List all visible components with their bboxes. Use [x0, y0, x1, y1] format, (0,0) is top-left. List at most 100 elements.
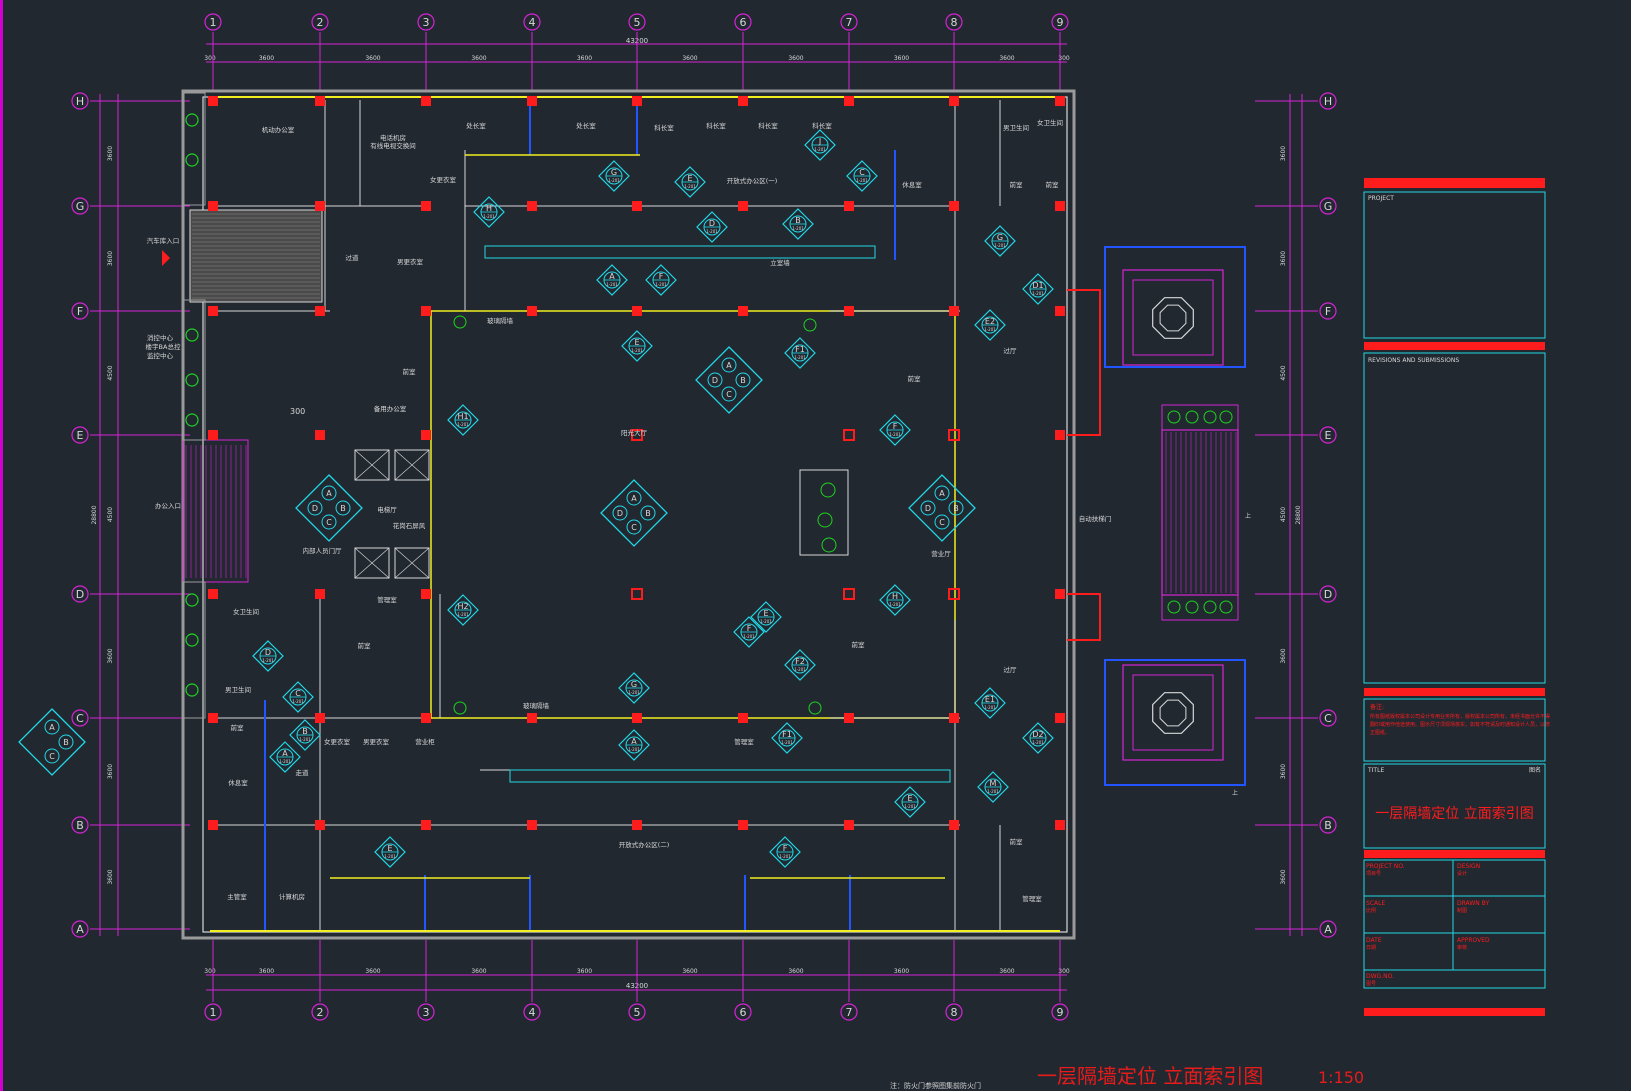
multi-marker-circle: [626, 519, 642, 535]
dim-segment: 3600: [471, 55, 486, 62]
elevation-marker-ref: 1-201: [684, 184, 696, 189]
grid-bubble: [945, 13, 963, 31]
elevator: [394, 547, 430, 579]
project-box: [1363, 191, 1546, 339]
elevator: [394, 449, 430, 481]
multi-marker-circle: [735, 372, 751, 388]
multi-marker-letter: D: [312, 504, 318, 513]
shrub: [1219, 600, 1233, 614]
dim-segment: 3600: [577, 968, 592, 975]
elevation-marker-ref: 1-201: [760, 619, 772, 624]
grid-bubble: [1319, 92, 1337, 110]
elevator-x: [354, 449, 390, 481]
grid-bubble: [71, 920, 89, 938]
elevation-marker: [1022, 273, 1054, 305]
building-walls: [162, 89, 1076, 940]
room-label: 营业厅: [931, 549, 951, 558]
multi-marker-letter: A: [726, 361, 732, 370]
room-label: 自动扶梯门: [1079, 514, 1112, 523]
info-label-cn: 审核: [1457, 944, 1467, 951]
elevation-marker-ref: 1-201: [706, 229, 718, 234]
info-label-cn: 制图: [1457, 907, 1467, 914]
structural-column: [949, 96, 959, 106]
room-label: 科长室: [706, 121, 726, 130]
shrub: [185, 593, 199, 607]
dim-segment: 3600: [107, 251, 114, 266]
grid-bubble: [311, 13, 329, 31]
room-label: 电话机房: [380, 133, 406, 142]
elevation-marker: [473, 196, 505, 228]
info-label: DRAWN BY: [1457, 900, 1489, 907]
dim-segment: 4500: [107, 365, 114, 380]
room-label: 管理室: [377, 595, 397, 604]
elevation-marker-letter: A: [631, 737, 637, 746]
elevation-marker-letter: F1: [782, 730, 792, 739]
multi-marker-letter: A: [939, 489, 945, 498]
multi-marker-circle: [707, 372, 723, 388]
multi-marker-circle: [58, 734, 74, 750]
elevation-marker-ref: 1-201: [794, 355, 806, 360]
room-label: 走道: [296, 768, 310, 777]
elevation-marker-letter: C: [859, 168, 865, 177]
info-label-cn: 设计: [1457, 870, 1467, 877]
multi-marker-letter: D: [925, 504, 931, 513]
feature-column: [631, 588, 643, 600]
room-label: 立室墙: [770, 258, 790, 267]
structural-column: [632, 713, 642, 723]
multi-marker-circle: [612, 505, 628, 521]
room-label: 花岗石屏风: [393, 521, 426, 530]
elevation-marker: [252, 640, 284, 672]
elevation-marker-ref: 1-201: [794, 667, 806, 672]
multi-marker-letter: A: [631, 494, 637, 503]
elevation-marker-ref: 1-201: [262, 658, 274, 663]
room-label: 女更衣室: [430, 175, 457, 184]
left-border-strip: [0, 0, 3, 1091]
elevation-marker: [596, 264, 628, 296]
structural-column: [1055, 820, 1065, 830]
elevation-marker-ref: 1-201: [384, 854, 396, 859]
canopy-north: [1104, 246, 1246, 368]
octagon-skylight: [1152, 297, 1194, 339]
elevation-marker-ref: 1-201: [984, 327, 996, 332]
shrub: [185, 683, 199, 697]
multi-marker-letter: B: [63, 738, 69, 747]
structural-column: [315, 430, 325, 440]
elevation-marker-ref: 1-201: [457, 612, 469, 617]
structural-column: [421, 306, 431, 316]
canopy-frame: [1122, 269, 1224, 366]
elevation-marker-ref: 1-201: [987, 789, 999, 794]
elevation-marker: [374, 836, 406, 868]
structural-column: [527, 96, 537, 106]
multi-marker-letter: D: [617, 509, 623, 518]
red-wall: [1067, 289, 1101, 436]
room-label: 女卫生间: [1037, 118, 1063, 127]
main-entrance-steps: [1161, 429, 1239, 596]
elevation-marker: [984, 225, 1016, 257]
room-label: 楼宇BA总控: [146, 342, 181, 351]
stair-up-label: 上: [1232, 789, 1238, 797]
dim-segment: 3600: [788, 55, 803, 62]
structural-column: [421, 713, 431, 723]
room-label: 有线电视交换间: [370, 141, 416, 150]
grid-bubble: [628, 13, 646, 31]
multi-elevation-marker: [908, 474, 976, 542]
structural-column: [208, 589, 218, 599]
dim-segment: 3600: [107, 648, 114, 663]
grid-bubble: [71, 426, 89, 444]
dim-segment: 300: [1058, 55, 1070, 62]
grid-bubble: [1319, 426, 1337, 444]
grid-bubble-label: 4: [529, 16, 536, 29]
room-label: 休息室: [228, 778, 248, 787]
multi-marker-letter: B: [953, 504, 959, 513]
multi-marker-letter: A: [326, 489, 332, 498]
multi-marker-letter: C: [326, 518, 332, 527]
elevation-marker: [598, 160, 630, 192]
dim-segment: 3600: [999, 968, 1014, 975]
elevation-marker-letter: E: [907, 794, 912, 803]
multi-elevation-marker: [18, 708, 86, 776]
dim-segment: 300: [1058, 968, 1070, 975]
structural-column: [844, 201, 854, 211]
grid-bubble-label: D: [1324, 588, 1332, 601]
